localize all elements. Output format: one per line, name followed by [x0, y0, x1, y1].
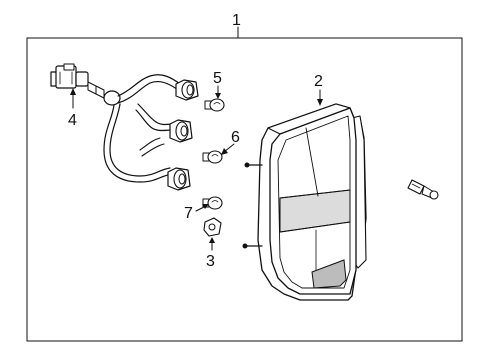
wiring-harness — [50, 63, 199, 191]
bulb-6 — [202, 150, 223, 164]
bulb-5 — [204, 98, 225, 112]
arrowhead-6 — [221, 148, 228, 155]
callout-1: 1 — [232, 12, 241, 29]
arrowhead-7 — [202, 204, 209, 209]
mounting-stud-upper — [244, 162, 263, 168]
callout-2: 2 — [314, 73, 323, 90]
arrowhead-2 — [317, 99, 323, 106]
lens-lower-section — [311, 259, 347, 289]
arrowhead-5 — [215, 93, 221, 99]
callout-4: 4 — [68, 112, 77, 129]
arrowhead-3 — [209, 237, 215, 243]
harness-connector — [50, 63, 89, 89]
arrowhead-4 — [70, 88, 76, 95]
callout-5: 5 — [213, 70, 222, 87]
callout-3: 3 — [206, 253, 215, 270]
bulb-socket-middle — [169, 119, 193, 143]
tail-lamp-assembly — [242, 103, 367, 301]
clip-3 — [203, 217, 222, 237]
bulb-socket-lower — [167, 167, 191, 191]
mounting-screw — [407, 179, 439, 200]
bulb-socket-upper — [175, 79, 199, 101]
callout-6: 6 — [231, 129, 240, 146]
callout-7: 7 — [184, 205, 193, 222]
mounting-stud-lower — [242, 243, 263, 249]
assembly-frame — [26, 37, 463, 342]
